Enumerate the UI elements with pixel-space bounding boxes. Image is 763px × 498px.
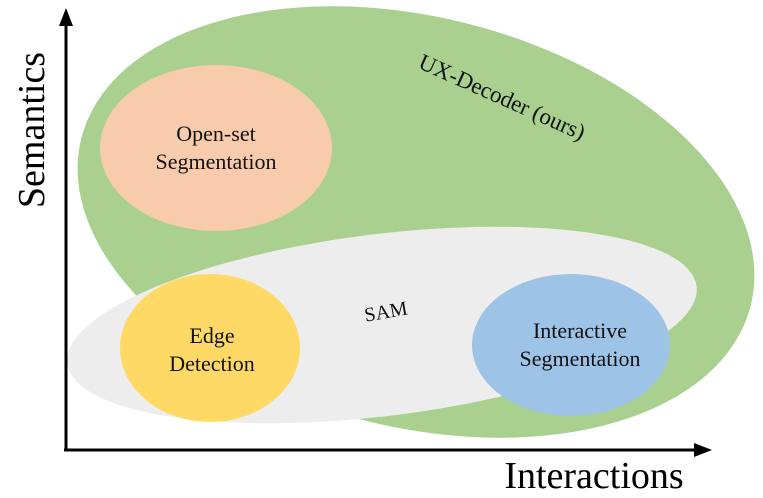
y-axis-label: Semantics <box>11 52 53 208</box>
open-set-label-line1: Open-set <box>176 121 255 146</box>
interactive-segmentation-label-line1: Interactive <box>533 318 627 343</box>
open-set-label-line2: Segmentation <box>156 149 277 174</box>
edge-detection-ellipse <box>120 274 300 422</box>
x-axis-label: Interactions <box>504 455 683 497</box>
edge-detection-label-line2: Detection <box>169 351 255 376</box>
interactive-segmentation-ellipse <box>472 274 670 416</box>
y-axis-arrowhead <box>59 8 73 26</box>
edge-detection-label-line1: Edge <box>189 323 234 348</box>
interactive-segmentation-label-line2: Segmentation <box>520 346 641 371</box>
open-set-segmentation-ellipse <box>100 65 332 231</box>
x-axis-arrowhead <box>694 443 712 457</box>
